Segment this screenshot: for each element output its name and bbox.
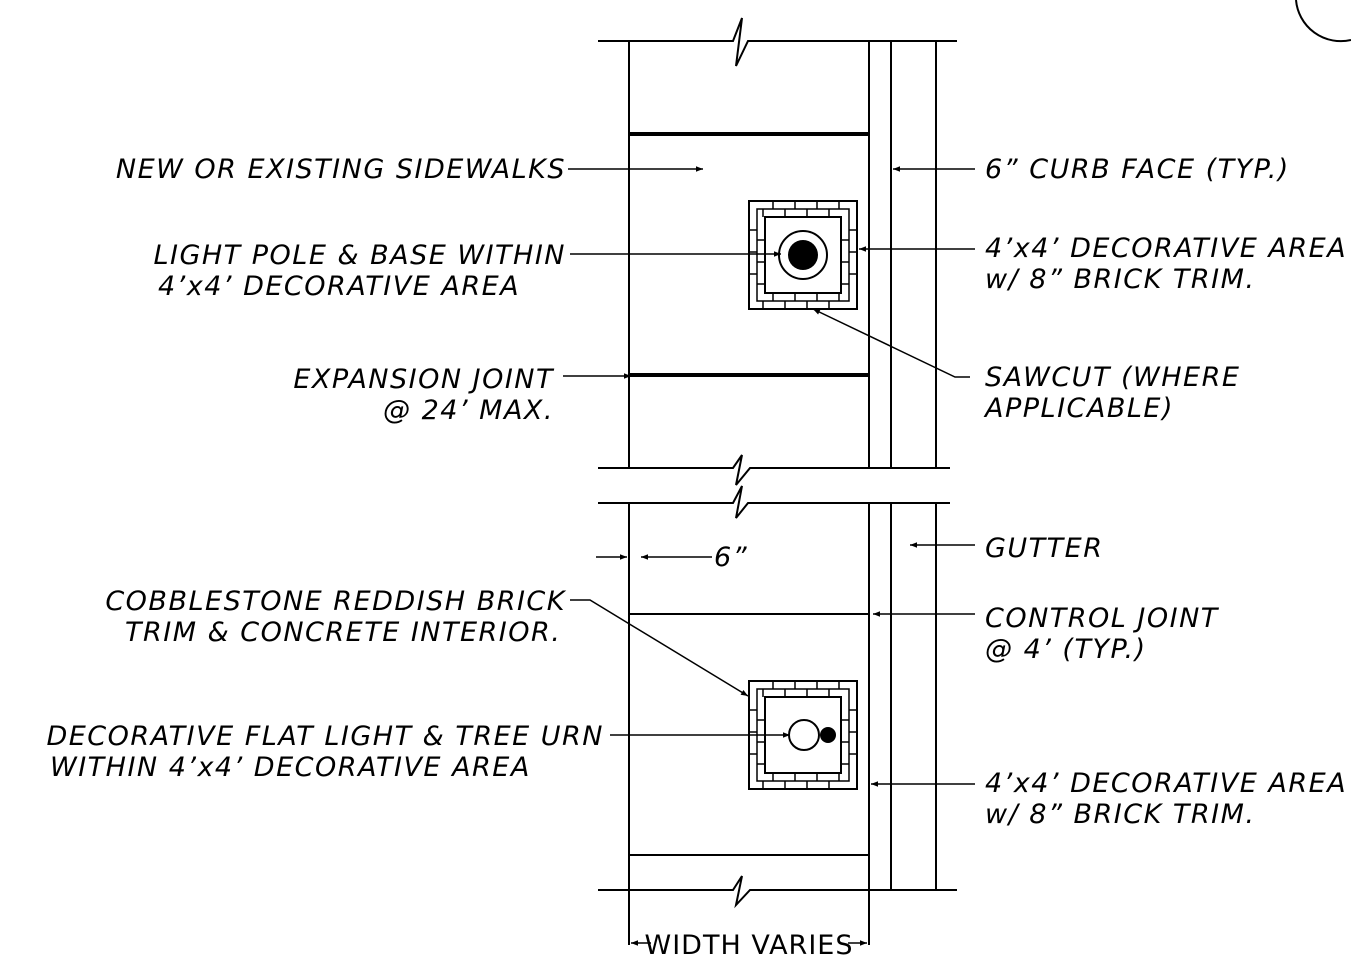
label-sidewalks: NEW OR EXISTING SIDEWALKS xyxy=(116,154,566,185)
label-curb-face: 6” CURB FACE (TYP.) xyxy=(985,154,1290,185)
tree-urn-icon xyxy=(788,719,820,751)
label-flat-light-line1: DECORATIVE FLAT LIGHT & TREE URN xyxy=(46,721,604,752)
break-line-mid-lower xyxy=(598,485,950,519)
label-cobblestone-line1: COBBLESTONE REDDISH BRICK xyxy=(105,586,566,617)
label-width-varies: WIDTH VARIES xyxy=(645,930,854,961)
label-expansion-line2: @ 24’ MAX. xyxy=(383,395,554,426)
corner-arc xyxy=(1295,0,1351,43)
label-deco-area-bot-line1: 4’x4’ DECORATIVE AREA xyxy=(985,768,1347,799)
light-pole-icon xyxy=(788,240,818,270)
bottom-section xyxy=(598,485,957,945)
label-light-pole-line1: LIGHT POLE & BASE WITHIN xyxy=(153,240,566,271)
label-flat-light-line2: WITHIN 4’x4’ DECORATIVE AREA xyxy=(50,752,531,783)
label-cobblestone-line2: TRIM & CONCRETE INTERIOR. xyxy=(125,617,561,648)
break-line-top xyxy=(598,17,957,67)
label-gutter: GUTTER xyxy=(985,533,1104,564)
break-line-mid-upper xyxy=(598,454,950,486)
label-sawcut-line2: APPLICABLE) xyxy=(983,393,1174,424)
leader-lines xyxy=(563,166,975,946)
label-six-inch: 6” xyxy=(714,542,748,573)
label-control-line2: @ 4’ (TYP.) xyxy=(985,634,1147,665)
label-sawcut-line1: SAWCUT (WHERE xyxy=(985,362,1240,393)
label-control-line1: CONTROL JOINT xyxy=(985,603,1220,634)
labels: NEW OR EXISTING SIDEWALKS 6” CURB FACE (… xyxy=(46,154,1347,961)
decorative-area-top xyxy=(748,200,858,310)
label-deco-area-top-line1: 4’x4’ DECORATIVE AREA xyxy=(985,233,1347,264)
break-line-bottom xyxy=(598,875,957,909)
label-light-pole-line2: 4’x4’ DECORATIVE AREA xyxy=(158,271,520,302)
label-expansion-line1: EXPANSION JOINT xyxy=(293,364,555,395)
top-section xyxy=(598,17,957,486)
flat-light-icon xyxy=(820,727,836,743)
label-deco-area-top-line2: w/ 8” BRICK TRIM. xyxy=(985,264,1256,295)
label-deco-area-bot-line2: w/ 8” BRICK TRIM. xyxy=(985,799,1256,830)
